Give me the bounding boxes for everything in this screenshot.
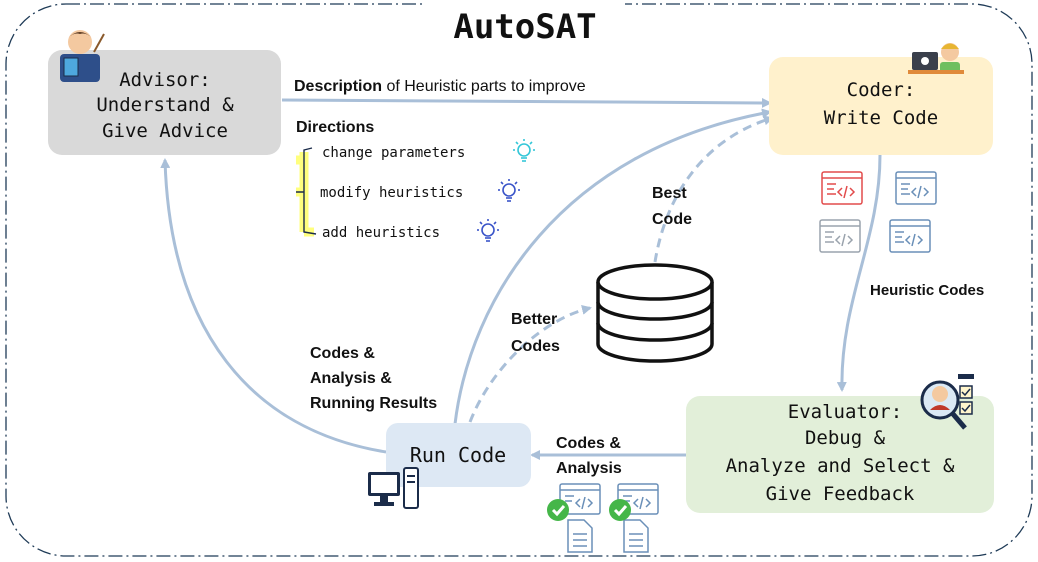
lightbulb-icon bbox=[498, 179, 520, 202]
code-file-icon bbox=[889, 219, 931, 253]
codes-analysis-results-1: Codes & bbox=[310, 345, 375, 362]
codes-analysis-results-2: Analysis & bbox=[310, 370, 392, 387]
teacher-icon bbox=[60, 30, 105, 82]
codes-analysis-label-2: Analysis bbox=[556, 460, 622, 477]
advisor-line2: Understand & bbox=[96, 94, 234, 116]
direction-item-2: modify heuristics bbox=[320, 185, 463, 201]
lightbulb-icon bbox=[477, 219, 499, 242]
advisor-line3: Give Advice bbox=[102, 120, 228, 142]
check-icon bbox=[547, 499, 569, 521]
best-code-label-1: Best bbox=[652, 185, 687, 202]
diagram-title: AutoSAT bbox=[453, 7, 596, 47]
arrow-database-to-coder bbox=[653, 115, 774, 263]
lightbulb-icon bbox=[513, 139, 535, 162]
direction-item-1: change parameters bbox=[322, 145, 465, 161]
codes-analysis-results-3: Running Results bbox=[310, 395, 437, 412]
better-codes-label-2: Codes bbox=[511, 338, 560, 355]
arrow-coder-to-evaluator bbox=[836, 154, 882, 392]
run-code-label: Run Code bbox=[410, 443, 506, 467]
description-label: Description of Heuristic parts to improv… bbox=[294, 78, 586, 95]
code-file-icon bbox=[895, 171, 937, 205]
evaluator-line1: Evaluator: bbox=[788, 401, 902, 423]
outer-frame bbox=[5, 3, 1033, 557]
better-codes-label-1: Better bbox=[511, 311, 557, 328]
description-bold: Description bbox=[294, 78, 382, 95]
analyst-icon bbox=[920, 374, 974, 430]
code-file-icon bbox=[821, 171, 863, 205]
programmer-icon bbox=[908, 43, 964, 74]
arrow-run-to-advisor bbox=[160, 158, 387, 454]
direction-item-3: add heuristics bbox=[322, 225, 440, 241]
coder-line1: Coder: bbox=[847, 79, 916, 101]
database-icon bbox=[596, 263, 714, 363]
arrow-run-to-coder bbox=[453, 108, 772, 425]
evaluator-line4: Give Feedback bbox=[766, 483, 915, 505]
codes-analysis-label-1: Codes & bbox=[556, 435, 621, 452]
code-file-icon bbox=[819, 219, 861, 253]
arrow-advisor-to-coder bbox=[281, 97, 772, 108]
advisor-line1: Advisor: bbox=[119, 69, 211, 91]
evaluator-line3: Analyze and Select & bbox=[726, 455, 955, 477]
code-file-icon bbox=[559, 483, 601, 515]
description-rest: of Heuristic parts to improve bbox=[382, 78, 586, 95]
report-document-icon bbox=[567, 519, 593, 553]
run-code-box bbox=[386, 423, 531, 487]
report-document-icon bbox=[623, 519, 649, 553]
advisor-box bbox=[48, 50, 281, 155]
directions-label: Directions bbox=[296, 119, 374, 136]
evaluator-box bbox=[686, 396, 994, 513]
check-icon bbox=[609, 499, 631, 521]
coder-line2: Write Code bbox=[824, 107, 938, 129]
heuristic-codes-label: Heuristic Codes bbox=[870, 282, 984, 299]
coder-box bbox=[769, 57, 993, 155]
arrow-run-to-database bbox=[468, 305, 592, 423]
best-code-label-2: Code bbox=[652, 211, 692, 228]
evaluator-line2: Debug & bbox=[805, 427, 886, 449]
computer-icon bbox=[368, 467, 419, 509]
